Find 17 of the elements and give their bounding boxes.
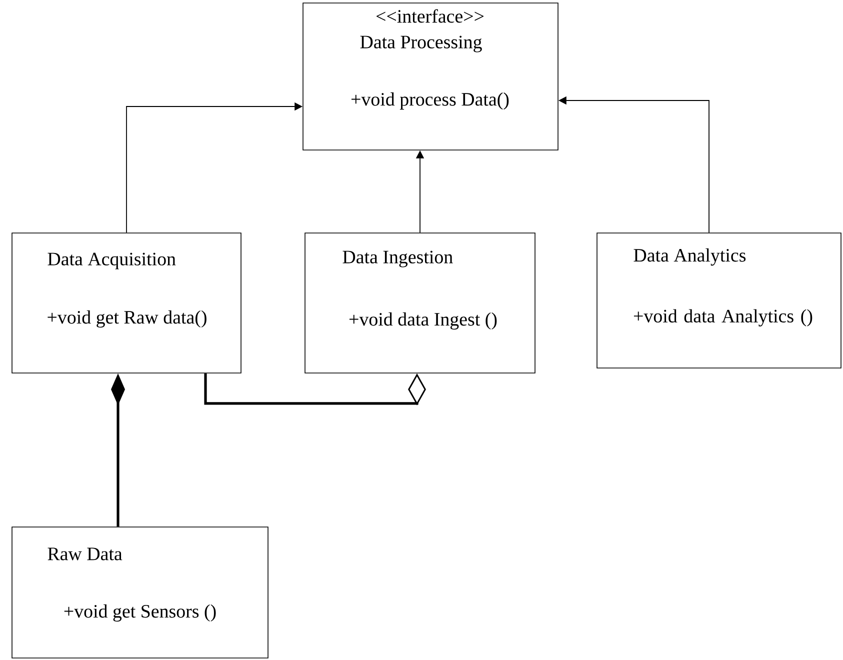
- method-text: +void get Raw data(): [48, 310, 206, 328]
- method-text: +void get Sensors (): [64, 604, 216, 622]
- class-name: Data Processing: [360, 36, 482, 52]
- method-text: +void process Data(): [352, 92, 509, 110]
- class-box: [304, 232, 536, 374]
- method-text: +void data Analytics (): [634, 309, 812, 326]
- method-text: +void data Ingest (): [349, 312, 497, 330]
- stereotype-text: <<interface>>: [376, 9, 484, 23]
- class-name: Raw Data: [48, 548, 122, 560]
- class-box: [596, 232, 842, 368]
- class-box: [12, 232, 242, 374]
- aggregation-line: [204, 373, 426, 406]
- class-name: Data Acquisition: [48, 252, 176, 270]
- class-box: [302, 2, 558, 150]
- class-name: Data Analytics: [634, 248, 746, 266]
- class-box: [12, 526, 268, 658]
- class-name: Data Ingestion: [342, 250, 453, 268]
